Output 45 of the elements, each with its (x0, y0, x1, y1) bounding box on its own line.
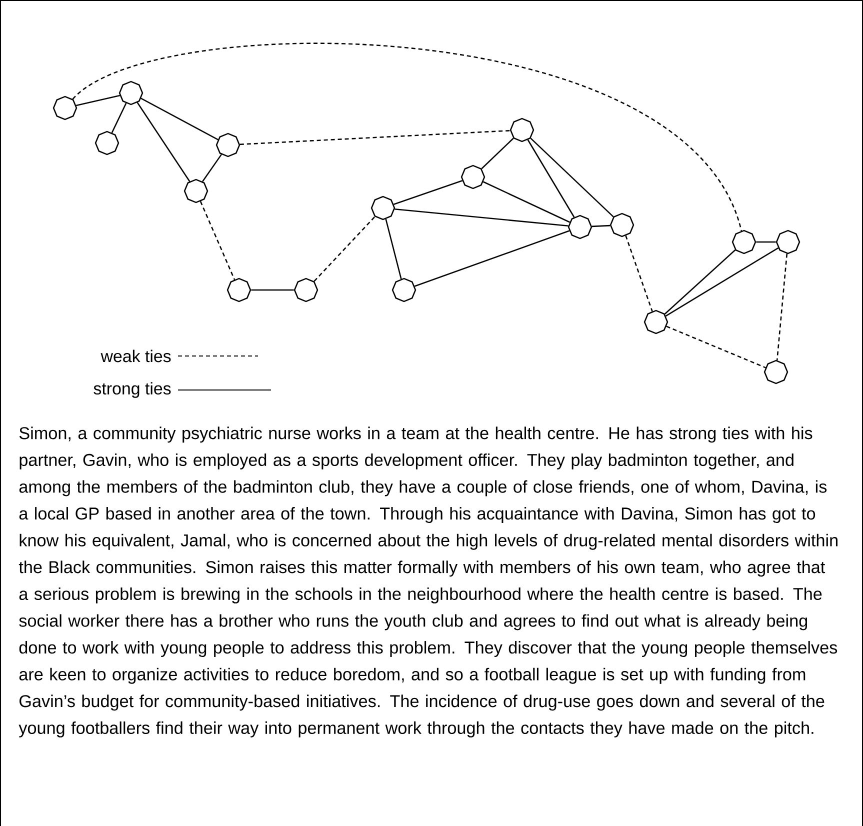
tie-line (592, 224, 610, 228)
tie-line (136, 102, 190, 182)
network-node (460, 164, 486, 190)
tie-line (76, 94, 120, 106)
tie-line (481, 138, 514, 170)
network-node (610, 212, 634, 238)
network-node (764, 360, 788, 384)
network-node (184, 178, 208, 204)
tie-line (251, 289, 294, 291)
tie-line (394, 208, 568, 227)
tie-line (666, 326, 766, 368)
tie-line (756, 241, 776, 243)
legend-label: strong ties (94, 382, 171, 398)
network-node (216, 132, 240, 158)
tie-line (140, 98, 218, 140)
network-node (732, 230, 756, 254)
tie-line (202, 154, 222, 182)
tie-line (625, 235, 653, 312)
network-node (52, 96, 78, 120)
network-node (94, 130, 120, 156)
network-node (776, 230, 800, 254)
network-node (392, 278, 416, 302)
tie-line (314, 216, 376, 282)
legend-label: weak ties (100, 350, 171, 362)
network-node (118, 80, 144, 106)
tie-line (665, 247, 779, 317)
network-node (568, 214, 592, 240)
tie-line (664, 250, 736, 314)
tie-line (393, 180, 463, 205)
tie-line (776, 254, 788, 360)
tie-line (111, 102, 127, 134)
tie-line (414, 230, 570, 287)
description-paragraph: Simon, a community psychiatric nurse works in a team at the health centre. He has strong ties with his partner, Gavin, who is employed as a sports development officer. They play badminton together, and among the members of the badminton club, they have a couple of close friends, one of whom, Davina, is a local GP based in another area of the town. Through his acquaintance with Davina, Simon has got to know his equivalent, Jamal, who is concerned about the high levels of drug-related mental disorders within the Black communities. Simon raises this matter formally with members of his own team, who agree that a serious problem is brewing in the schools in the neighbourhood where the health centre is based. The social worker there has a brother who runs the youth club and agrees to find out what is already being done to work with young people to address this problem. They discover that the young people themselves are keen to organize activities to reduce boredom, and so a football league is set up with funding from Gavin’s budget for community-based initiatives. The incidence of drug-use goes down and several of the young footballers find their way into permanent work through the contacts they have made on the pitch. (18, 426, 838, 738)
network-node (644, 310, 668, 334)
network-node (294, 278, 318, 302)
tie-line (240, 130, 510, 146)
network-node (226, 278, 252, 302)
network-node (370, 196, 396, 220)
tie-line (482, 181, 570, 223)
tie-line (385, 218, 402, 280)
tie-line (527, 139, 575, 218)
tie-line (72, 43, 742, 232)
tie-line (530, 138, 614, 218)
network-node (510, 118, 534, 142)
tie-line (200, 201, 236, 280)
